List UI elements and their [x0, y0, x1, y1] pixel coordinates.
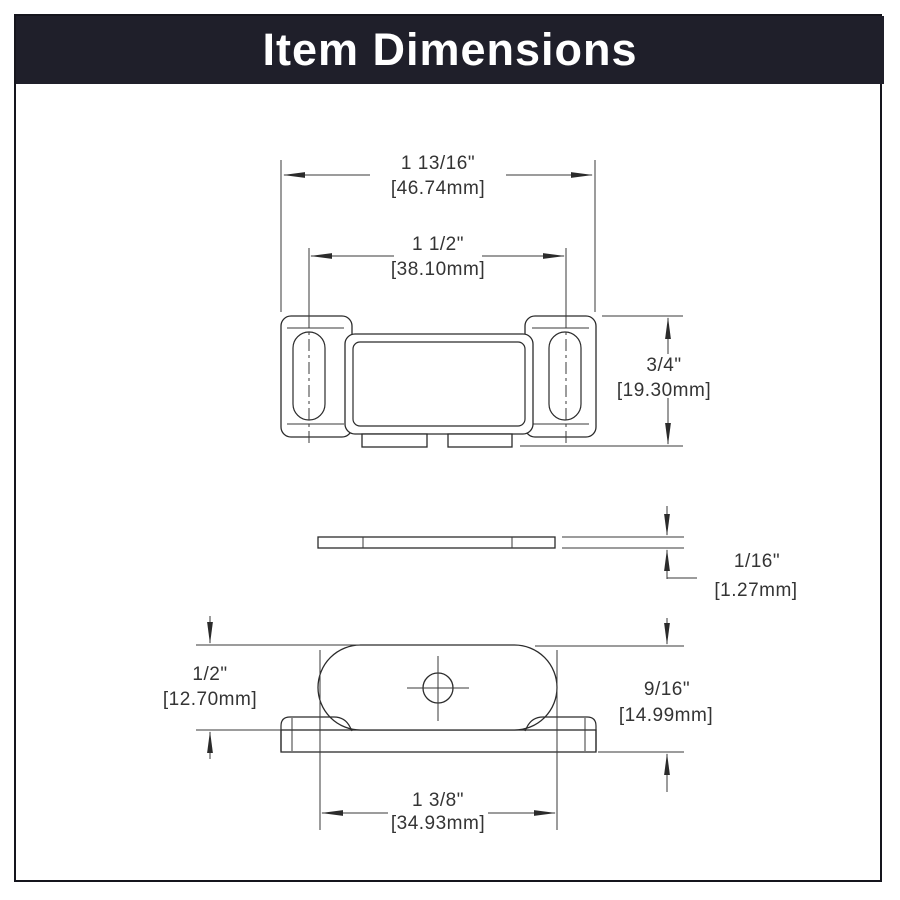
- extension-lines: [196, 644, 360, 731]
- extension-lines: [520, 315, 683, 447]
- dim-height: 3/4" [19.30mm]: [520, 315, 711, 447]
- extension-lines: [562, 536, 684, 549]
- plate-division-lines: [362, 537, 513, 548]
- front-body-inner-lip: [352, 341, 526, 427]
- dim-body-depth-inches: 1/2": [192, 664, 227, 685]
- dim-height-mm: [19.30mm]: [617, 380, 711, 401]
- dim-body-width-mm: [34.93mm]: [391, 813, 485, 834]
- dim-thickness-inches: 1/16": [734, 551, 780, 572]
- dim-overall-depth-inches: 9/16": [644, 679, 690, 700]
- extension-lines: [308, 248, 567, 316]
- side-profile-view: [317, 536, 556, 549]
- dim-thickness: 1/16" [1.27mm]: [562, 506, 797, 601]
- dim-overall-width-mm: [46.74mm]: [391, 178, 485, 199]
- dim-body-depth-mm: [12.70mm]: [163, 689, 257, 710]
- dim-slot-spacing-inches: 1 1/2": [412, 234, 464, 255]
- extension-lines: [280, 160, 596, 312]
- left-lug: [280, 716, 353, 751]
- front-view: [280, 315, 597, 448]
- dim-body-width-inches: 1 3/8": [412, 790, 464, 811]
- dim-overall-depth: 9/16" [14.99mm]: [535, 618, 713, 792]
- dim-overall-width-inches: 1 13/16": [401, 153, 475, 174]
- lug-detail-lines: [291, 718, 586, 751]
- dim-body-width: 1 3/8" [34.93mm]: [319, 650, 558, 834]
- front-body: [344, 333, 534, 435]
- extension-lines: [535, 645, 684, 753]
- front-left-flange-detail: [287, 327, 344, 425]
- dim-overall-width: 1 13/16" [46.74mm]: [280, 153, 596, 312]
- dim-body-depth: 1/2" [12.70mm]: [163, 616, 360, 759]
- plate-edge: [317, 536, 556, 549]
- front-right-slot: [548, 331, 582, 421]
- page-title: Item Dimensions: [262, 24, 638, 75]
- extension-lines: [319, 650, 558, 830]
- right-lug: [524, 716, 597, 751]
- hole-crosshair: [407, 656, 469, 721]
- dim-slot-spacing: 1 1/2" [38.10mm]: [308, 234, 567, 316]
- front-right-tab: [447, 433, 513, 448]
- front-right-flange-detail: [532, 327, 589, 425]
- base-plate: [280, 729, 597, 753]
- top-view: [280, 644, 597, 753]
- front-left-tab: [361, 433, 428, 448]
- dim-overall-depth-mm: [14.99mm]: [619, 705, 713, 726]
- dim-thickness-mm: [1.27mm]: [714, 580, 797, 601]
- header-banner: Item Dimensions: [16, 16, 884, 84]
- dim-height-inches: 3/4": [646, 355, 681, 376]
- dim-slot-spacing-mm: [38.10mm]: [391, 259, 485, 280]
